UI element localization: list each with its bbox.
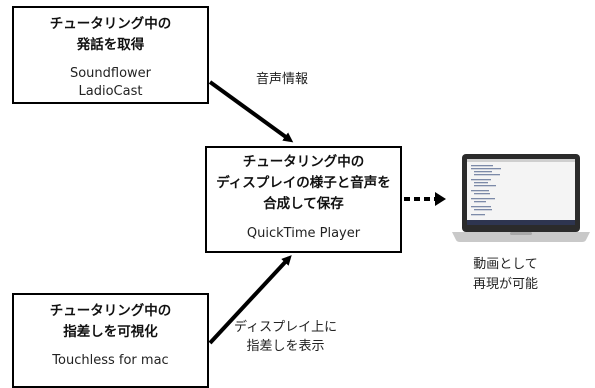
label-video: 動画として 再現が可能 (473, 255, 538, 295)
arrow-speech-to-record (208, 80, 294, 143)
node-pointer-title-line-2: 指差しを可視化 (63, 324, 158, 340)
node-speech-capture-title: チュータリング中の 発話を取得 (14, 14, 207, 56)
node-speech-tool-1: Soundflower (69, 66, 152, 81)
node-pointer-title-line-1: チュータリング中の (49, 303, 172, 319)
node-pointer-tool-1: Touchless for mac (52, 353, 169, 368)
label-video-line-2: 再現が可能 (473, 277, 539, 292)
arrow-record-to-laptop-head (435, 192, 446, 206)
node-pointer-visualize: チュータリング中の 指差しを可視化 Touchless for mac (12, 293, 209, 388)
node-pointer-tools: Touchless for mac (14, 352, 207, 370)
laptop-icon (452, 154, 590, 242)
node-speech-capture-tools: Soundflower LadioCast (14, 65, 207, 101)
node-speech-title-line-1: チュータリング中の (49, 16, 172, 32)
label-display-line-2: 指差しを表示 (246, 339, 325, 354)
node-record-title-line-1: チュータリング中の (242, 154, 365, 170)
label-audio: 音声情報 (256, 70, 308, 89)
node-speech-tool-2: LadioCast (78, 84, 143, 99)
label-display-line-1: ディスプレイ上に (234, 320, 338, 335)
node-speech-capture: チュータリング中の 発話を取得 Soundflower LadioCast (12, 6, 209, 104)
node-record-title: チュータリング中の ディスプレイの様子と音声を 合成して保存 (207, 152, 400, 215)
node-record: チュータリング中の ディスプレイの様子と音声を 合成して保存 QuickTime… (205, 146, 402, 253)
arrow-pointer-to-record (208, 255, 292, 345)
node-pointer-title: チュータリング中の 指差しを可視化 (14, 301, 207, 343)
node-record-title-line-3: 合成して保存 (263, 196, 344, 212)
label-audio-line-1: 音声情報 (256, 72, 309, 87)
node-record-tool-1: QuickTime Player (246, 226, 361, 241)
node-speech-title-line-2: 発話を取得 (76, 37, 145, 53)
label-display: ディスプレイ上に 指差しを表示 (234, 318, 337, 356)
label-video-line-1: 動画として (473, 257, 538, 272)
node-record-title-line-2: ディスプレイの様子と音声を (216, 175, 391, 191)
node-record-tools: QuickTime Player (207, 225, 400, 243)
